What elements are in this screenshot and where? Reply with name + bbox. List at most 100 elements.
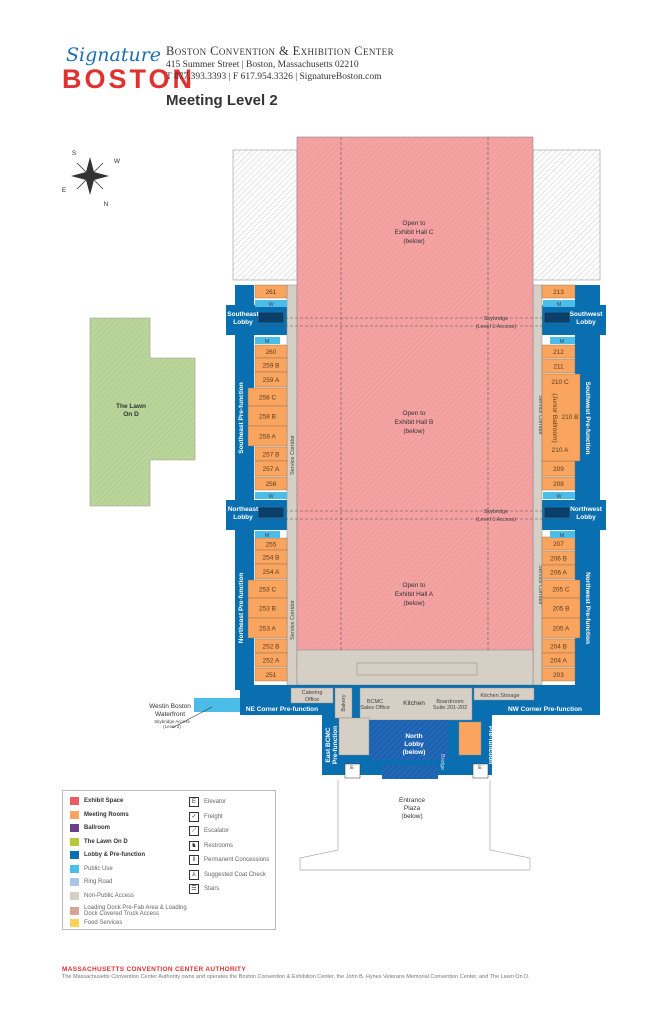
restroom-w: W: [268, 302, 274, 308]
coat-check-icon: ⅄: [189, 869, 199, 880]
north-lobby-label: (below): [403, 749, 426, 756]
west-boardroom-label: Pre-function: [487, 726, 494, 764]
meeting-room[interactable]: [247, 617, 288, 639]
freight-icon: ✓: [189, 811, 199, 822]
compass-n: N: [104, 201, 109, 208]
meeting-room-label: 252 B: [263, 643, 280, 650]
southwest-lobby-label: Southwest: [570, 311, 604, 318]
meeting-room[interactable]: [541, 667, 576, 682]
legend-swatch: [70, 907, 79, 915]
meeting-room-label: 258 B: [259, 413, 276, 420]
southwest-lobby-label: Lobby: [576, 319, 596, 326]
legend-label: Lobby & Pre-function: [84, 852, 145, 858]
meeting-room[interactable]: [541, 476, 576, 491]
meeting-room-label: 204 A: [550, 657, 567, 664]
hall-b-label: Open to: [402, 410, 426, 417]
meeting-room-label: 213: [553, 289, 564, 296]
compass-w: W: [114, 158, 121, 165]
meeting-room-label: 207: [553, 541, 564, 548]
legend-swatch: [70, 864, 79, 873]
skybridge-label: (Level 1 Access): [476, 324, 517, 330]
legend-swatch: [70, 824, 79, 832]
elevator-letter: E: [478, 765, 482, 771]
junior-ballroom-label: (Junior Ballroom): [551, 393, 558, 443]
bcmc-sales-label: Sales Office: [360, 705, 390, 711]
bridge-label: Bridge: [439, 754, 445, 770]
elevator-icon: E: [189, 797, 199, 807]
meeting-room-label: 257 A: [263, 466, 280, 473]
legend-label: Permanent Concessions: [204, 857, 270, 863]
meeting-room[interactable]: [541, 564, 576, 580]
boardroom-suite-201-202[interactable]: [458, 721, 482, 756]
meeting-room[interactable]: [247, 425, 288, 447]
compass-s: S: [72, 150, 77, 157]
meeting-room-label: 258 A: [259, 433, 276, 440]
nw-corner-label: NW Corner Pre-function: [508, 706, 582, 713]
meeting-room[interactable]: [541, 358, 576, 374]
legend-item: ⟋Escalator: [189, 826, 229, 836]
meeting-room-label: 205 C: [552, 586, 570, 593]
west-prefunction-band: [575, 285, 600, 690]
legend-label: Restrooms: [204, 842, 234, 849]
meeting-room[interactable]: [254, 563, 288, 580]
legend-swatch: [70, 891, 79, 900]
westin-skybridge[interactable]: [194, 698, 240, 712]
meeting-room[interactable]: [254, 284, 288, 299]
legend-item: ⅄Suggested Coat Check: [189, 869, 266, 880]
legend-label: Food Services: [84, 919, 123, 926]
legend-item: The Lawn On D: [70, 837, 190, 846]
meeting-room[interactable]: [541, 652, 576, 668]
meeting-room[interactable]: [254, 476, 288, 491]
elevator-letter: E: [350, 765, 354, 771]
westin-access-label: Skybridge Access: [154, 719, 190, 724]
footer-text: The Massachusetts Convention Center Auth…: [62, 974, 530, 980]
venue-name: Boston Convention & Exhibition Center: [166, 44, 394, 58]
legend-swatch: [70, 797, 79, 805]
legend-label: Loading Dock Pre-Fab Area & Loading Dock…: [84, 905, 187, 917]
entrance-plaza-label: Plaza: [404, 805, 421, 812]
kitchen-label: Kitchen: [403, 700, 425, 707]
page-title: Meeting Level 2: [166, 92, 278, 109]
northeast-prefunction-label: Northeast Pre-function: [238, 573, 245, 643]
north-lobby[interactable]: [370, 720, 448, 760]
logo-word: BOSTON: [62, 64, 196, 94]
legend-item: Loading Dock Pre-Fab Area & Loading Dock…: [70, 905, 190, 917]
entrance-plaza-label: (below): [401, 813, 422, 820]
legend-item: Exhibit Space: [70, 797, 190, 805]
legend-swatch: [70, 918, 79, 927]
catering-label: Catering: [302, 690, 323, 696]
meeting-room-label: 210 B: [562, 414, 579, 421]
meeting-room[interactable]: [254, 460, 288, 477]
skybridge-label: Skybridge: [484, 509, 508, 515]
legend-item: Meeting Rooms: [70, 810, 190, 819]
meeting-room[interactable]: [541, 344, 576, 359]
meeting-room-label: 259 B: [263, 362, 280, 369]
kitchen-storage: [473, 687, 535, 701]
meeting-room[interactable]: [541, 284, 576, 299]
westin-label: Westin Boston: [149, 703, 191, 710]
meeting-room-label: 257 B: [263, 451, 280, 458]
legend-label: Meeting Rooms: [84, 811, 129, 818]
meeting-room[interactable]: [254, 652, 288, 668]
skybridge-label: Skybridge: [484, 316, 508, 322]
north-lobby-label: Lobby: [404, 741, 424, 748]
hall-a-label: Open to: [402, 582, 426, 589]
restroom-m: M: [557, 302, 562, 308]
meeting-room-label: 261: [266, 289, 277, 296]
meeting-room[interactable]: [541, 617, 581, 639]
meeting-room-label: 205 A: [553, 625, 570, 632]
junior-ballroom-210[interactable]: [541, 373, 581, 462]
catering-label: Office: [305, 697, 319, 703]
restroom-m: M: [265, 339, 270, 345]
meeting-room-label: 258 C: [259, 394, 277, 401]
legend-label: Elevator: [204, 799, 227, 805]
legend-label: Stairs: [204, 886, 220, 892]
bcmc-sales-office: [338, 717, 370, 756]
entrance-plaza-outline: [299, 780, 531, 871]
meeting-room-label: 206 B: [550, 555, 567, 562]
meeting-room-label: 211: [553, 363, 564, 370]
meeting-room[interactable]: [254, 667, 288, 682]
meeting-room[interactable]: [254, 371, 288, 388]
